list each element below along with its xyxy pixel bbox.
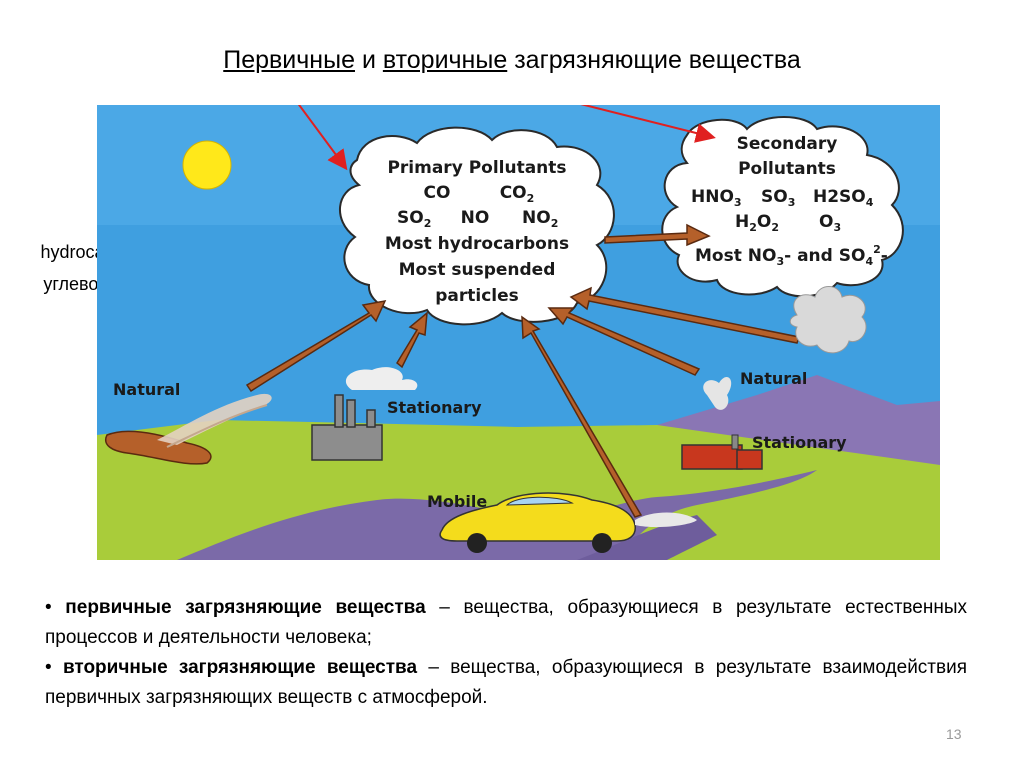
primary-no: NO bbox=[461, 208, 490, 228]
primary-no2: NO2 bbox=[522, 208, 558, 230]
secondary-so3-base: SO bbox=[761, 187, 788, 207]
definition-secondary: • вторичные загрязняющие вещества – веще… bbox=[45, 657, 968, 708]
car bbox=[439, 492, 697, 553]
label-natural-left: Natural bbox=[113, 380, 180, 399]
primary-co2: CO2 bbox=[500, 183, 535, 205]
secondary-hno3: HNO3 bbox=[691, 187, 742, 209]
page-number: 13 bbox=[946, 726, 962, 742]
primary-so2-sub: 2 bbox=[424, 217, 432, 230]
title-rest: загрязняющие вещества bbox=[514, 46, 801, 74]
primary-co2-sub: 2 bbox=[527, 192, 535, 205]
pollutants-diagram: Primary Pollutants CO CO2 SO2 NO NO2 Mos… bbox=[97, 105, 940, 560]
primary-particles: particles bbox=[435, 286, 519, 306]
secondary-so4-sup: 2 bbox=[873, 243, 881, 256]
primary-so2-base: SO bbox=[397, 208, 424, 228]
secondary-h2o2-sub1: 2 bbox=[749, 221, 757, 234]
secondary-o3-sub: 3 bbox=[833, 221, 841, 234]
primary-no2-sub: 2 bbox=[551, 217, 559, 230]
definitions: • первичные загрязняющие вещества – веще… bbox=[45, 593, 967, 713]
definition-secondary-term: вторичные загрязняющие вещества bbox=[62, 657, 418, 678]
arrow-to-primary bbox=[297, 105, 348, 171]
secondary-pollutants-cloud bbox=[661, 116, 904, 298]
secondary-heading-1: Secondary bbox=[737, 134, 838, 154]
pollutants-illustration: Primary Pollutants CO CO2 SO2 NO NO2 Mos… bbox=[97, 105, 940, 560]
definition-primary-text: – вещества, образующиеся в результате ес… bbox=[45, 597, 968, 648]
secondary-heading-2: Pollutants bbox=[738, 159, 836, 179]
secondary-h2o2: H2O2 bbox=[735, 212, 779, 234]
label-mobile: Mobile bbox=[427, 492, 487, 511]
label-stationary-left: Stationary bbox=[387, 398, 482, 417]
secondary-hno3-base: HNO bbox=[691, 187, 734, 207]
secondary-h2so4: H2SO4 bbox=[813, 187, 874, 209]
secondary-h2o2-h: H bbox=[735, 212, 749, 232]
primary-co: CO bbox=[424, 183, 451, 203]
secondary-no3-base: Most NO bbox=[695, 246, 776, 266]
factory-left bbox=[311, 367, 418, 461]
primary-so2: SO2 bbox=[397, 208, 431, 230]
secondary-h2o2-sub2: 2 bbox=[771, 221, 779, 234]
definition-secondary-text: – вещества, образующиеся в результате вз… bbox=[45, 657, 968, 708]
secondary-no3-sub: 3 bbox=[776, 255, 784, 268]
secondary-last-line: Most NO3- and SO42- bbox=[695, 243, 888, 268]
slide-title: Первичные и вторичные загрязняющие вещес… bbox=[0, 46, 1024, 75]
primary-hydrocarbons: Most hydrocarbons bbox=[385, 234, 569, 254]
secondary-o3-base: O bbox=[819, 212, 833, 232]
label-natural-right: Natural bbox=[740, 369, 807, 388]
sun bbox=[182, 140, 232, 190]
secondary-h2so4-base: H2SO bbox=[813, 187, 866, 207]
secondary-hno3-sub: 3 bbox=[734, 196, 742, 209]
primary-suspended: Most suspended bbox=[399, 260, 556, 280]
secondary-so4-charge: - bbox=[881, 246, 888, 266]
secondary-so4-base: - and SO bbox=[784, 246, 865, 266]
primary-no2-base: NO bbox=[522, 208, 551, 228]
secondary-h2o2-o: O bbox=[757, 212, 771, 232]
volcano-right bbox=[789, 286, 867, 354]
title-conjunction: и bbox=[361, 46, 376, 74]
label-stationary-right: Stationary bbox=[752, 433, 847, 452]
secondary-so4-sub: 4 bbox=[865, 255, 873, 268]
arrow-to-secondary bbox=[580, 105, 716, 143]
source-arrows bbox=[245, 223, 800, 518]
definition-primary: • первичные загрязняющие вещества – веще… bbox=[45, 597, 968, 648]
secondary-so3-sub: 3 bbox=[788, 196, 796, 209]
secondary-o3: O3 bbox=[819, 212, 841, 234]
secondary-so3: SO3 bbox=[761, 187, 795, 209]
natural-source-left bbox=[105, 393, 272, 465]
factory-right bbox=[681, 376, 763, 470]
title-secondary-word: вторичные bbox=[382, 46, 508, 74]
title-primary-word: Первичные bbox=[223, 46, 355, 74]
definition-primary-term: первичные загрязняющие вещества bbox=[65, 597, 426, 618]
primary-heading: Primary Pollutants bbox=[387, 158, 566, 178]
secondary-h2so4-sub: 4 bbox=[866, 196, 874, 209]
primary-co2-base: CO bbox=[500, 183, 527, 203]
